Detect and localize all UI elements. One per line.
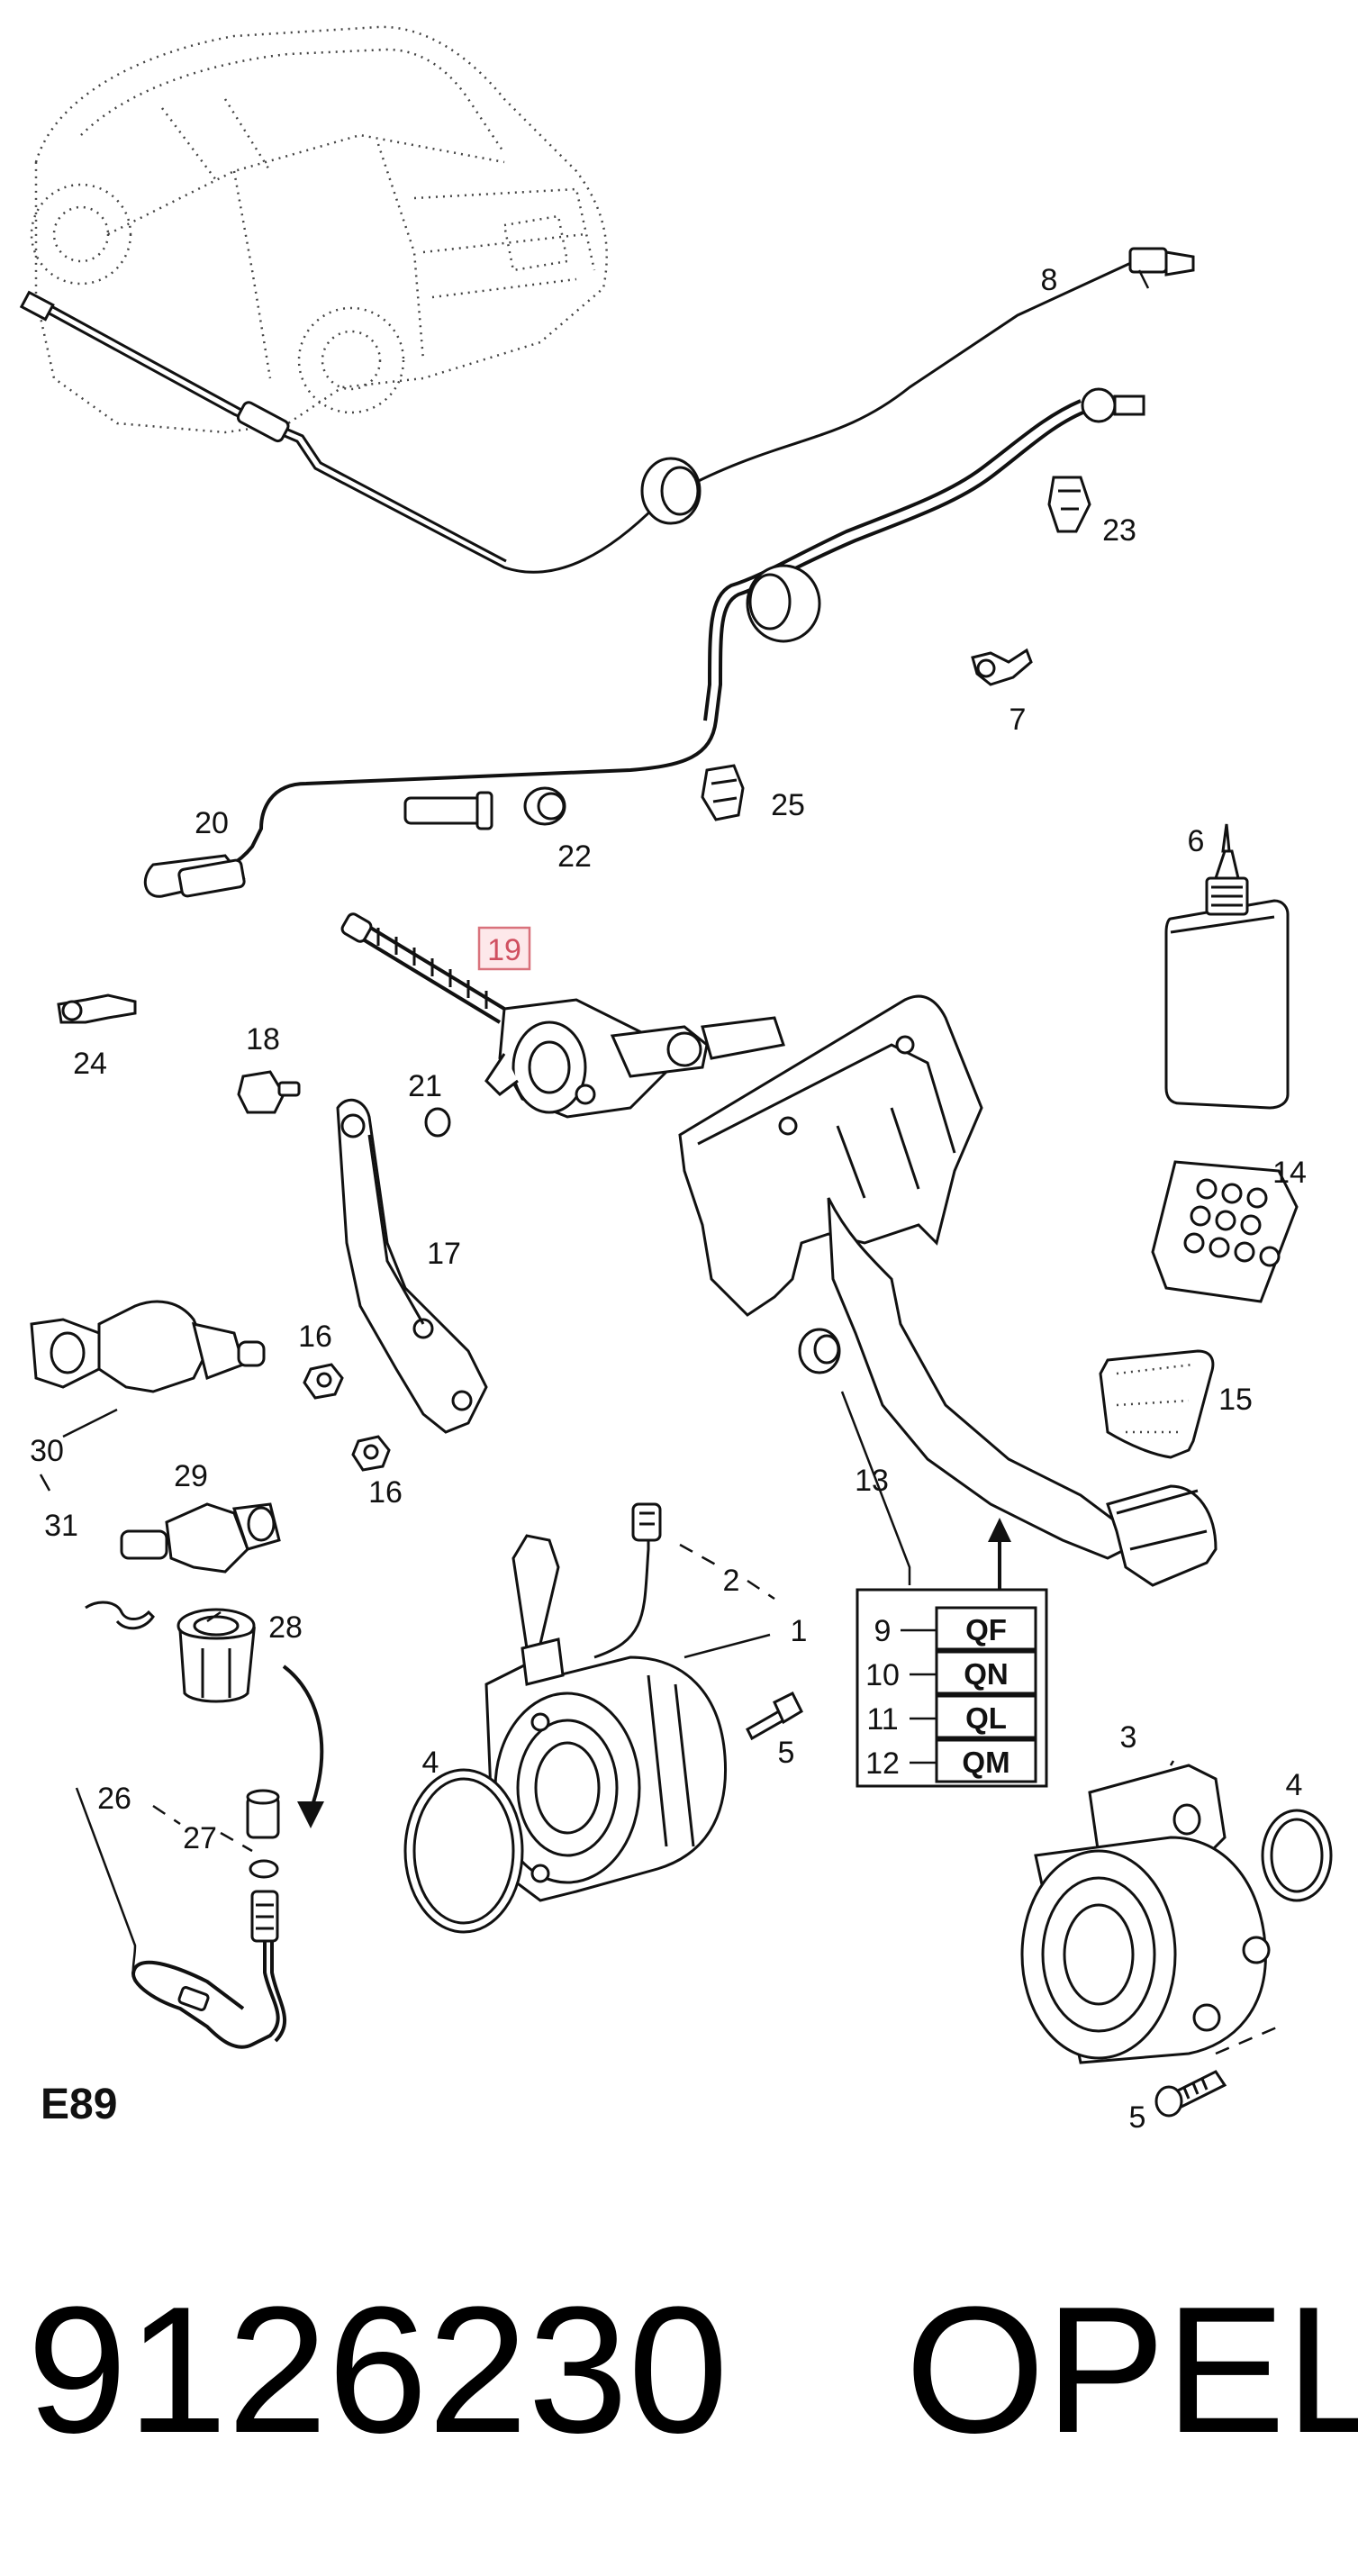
- o-ring-4-right: [1261, 1809, 1333, 1902]
- clip-24: [57, 993, 137, 1024]
- brand-name: OPEL: [905, 2270, 1358, 2471]
- code-row: 10 QN: [865, 1650, 1037, 1695]
- clutch-hose-20: [143, 387, 1145, 898]
- code-row-number: 12: [865, 1746, 900, 1781]
- pedal-pad-14: [1151, 1160, 1299, 1303]
- nut-16-b: [351, 1435, 391, 1472]
- code-table-arrowhead: [988, 1518, 1011, 1542]
- code-row: 11 QL: [866, 1694, 1037, 1739]
- vehicle-outline: [30, 25, 608, 434]
- clutch-master-cylinder-19: [340, 912, 785, 1119]
- part-label-26: 26: [97, 1782, 131, 1816]
- bolt-5-left: [746, 1691, 803, 1741]
- part-label-27: 27: [183, 1821, 217, 1855]
- part-label-22: 22: [557, 839, 592, 874]
- highlighted-part-19[interactable]: 19: [477, 926, 531, 971]
- part-label-14: 14: [1272, 1156, 1307, 1190]
- section-code: E89: [41, 2081, 117, 2128]
- hose-end-fitting: [1081, 387, 1145, 423]
- part-label-29: 29: [174, 1459, 208, 1493]
- adapter-28: [177, 1608, 256, 1703]
- pipe-end-fitting-8: [1128, 247, 1195, 277]
- part-label-4a: 4: [422, 1746, 439, 1780]
- clutch-pipe-8: [19, 247, 1195, 574]
- connector-29: [120, 1502, 281, 1574]
- code-row-code: QL: [965, 1701, 1007, 1735]
- part-label-16a: 16: [298, 1320, 332, 1354]
- part-label-18: 18: [246, 1022, 280, 1057]
- code-row-code: QM: [962, 1746, 1009, 1779]
- part-label-5a: 5: [778, 1736, 795, 1770]
- part-label-5b: 5: [1129, 2100, 1146, 2135]
- pedal-rubber-15: [1099, 1349, 1215, 1459]
- part-label-13: 13: [855, 1464, 889, 1498]
- code-row-number: 11: [866, 1702, 898, 1737]
- part-label-8: 8: [1041, 263, 1058, 297]
- bleed-pipe-26: [131, 1789, 286, 2049]
- part-label-7: 7: [1009, 703, 1027, 737]
- bush-22: [523, 786, 566, 826]
- part-label-30: 30: [30, 1434, 64, 1468]
- part-label-15: 15: [1218, 1383, 1253, 1417]
- pad-holes: [1183, 1178, 1281, 1267]
- part-label-23: 23: [1102, 513, 1136, 548]
- part-label-20: 20: [195, 806, 229, 840]
- hose-grommet: [746, 564, 821, 643]
- code-row-number: 9: [874, 1614, 892, 1648]
- concentric-slave-cylinder-3: [1020, 1764, 1271, 2064]
- part-label-31: 31: [44, 1509, 78, 1543]
- code-row-code: QF: [965, 1613, 1007, 1646]
- part-label-28: 28: [268, 1610, 303, 1645]
- bolt-5-right: [1154, 2070, 1227, 2118]
- clip-7: [971, 648, 1033, 686]
- clip-23: [1047, 476, 1091, 533]
- part-label-16b: 16: [368, 1475, 403, 1510]
- concentric-slave-cylinder-1: [484, 1502, 728, 1902]
- part-label-19: 19: [487, 933, 521, 967]
- pedal-stop-rubber: [798, 1328, 841, 1374]
- nut-16-a: [303, 1363, 344, 1400]
- part-label-6: 6: [1188, 824, 1205, 858]
- part-label-2: 2: [723, 1564, 740, 1598]
- part-labels: 8 23 7 25 20 22 6 24 18 21 14 17 16 15 3…: [30, 263, 1307, 2135]
- leader-lines: [39, 269, 1280, 2055]
- code-row-number: 10: [865, 1658, 900, 1692]
- elbow-connector-30: [30, 1300, 266, 1393]
- clip-25: [701, 764, 745, 821]
- part-label-25: 25: [771, 788, 805, 822]
- code-row: 12 QM: [865, 1738, 1037, 1783]
- part-label-3: 3: [1120, 1720, 1137, 1755]
- o-ring-4-left: [403, 1768, 524, 1934]
- clip-31: [85, 1601, 155, 1630]
- code-row-code: QN: [964, 1657, 1009, 1691]
- bolt-18: [237, 1070, 301, 1114]
- part-number: 9126230: [27, 2270, 729, 2471]
- brake-fluid-bottle-6: [1164, 823, 1290, 1110]
- part-label-4b: 4: [1286, 1768, 1303, 1802]
- part-label-24: 24: [73, 1047, 107, 1081]
- assembly-arrowhead-28: [297, 1801, 324, 1828]
- pedal-support-17: [336, 1098, 488, 1434]
- part-label-17: 17: [427, 1237, 461, 1271]
- assembly-arrow-28: [282, 1664, 324, 1811]
- part-label-21: 21: [408, 1069, 442, 1103]
- variant-code-table: 9 QF 10 QN 11 QL 12 QM: [856, 1588, 1048, 1788]
- clutch-pedal-assembly: [678, 994, 1218, 1587]
- seal-ring-21: [424, 1107, 451, 1138]
- part-label-1: 1: [791, 1614, 808, 1648]
- pipe-grommet: [640, 457, 702, 525]
- code-row: 9 QF: [874, 1606, 1037, 1651]
